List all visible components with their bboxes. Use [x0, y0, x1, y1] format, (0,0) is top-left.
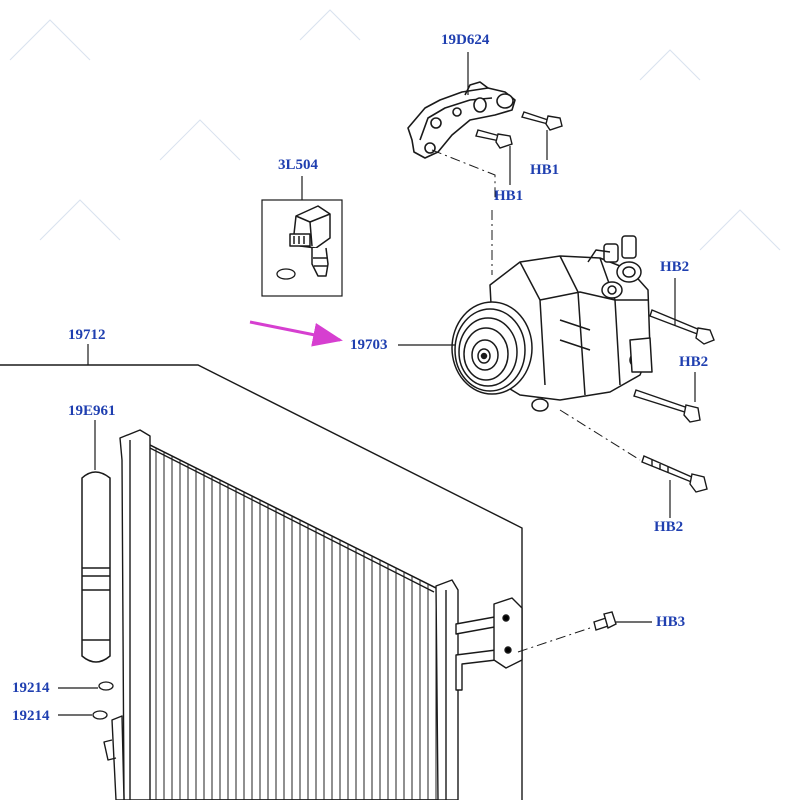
receiver-drier: [81, 471, 111, 663]
alignment-lines: [431, 149, 641, 461]
oring-upper: [98, 681, 114, 691]
oring-lower: [92, 710, 108, 720]
callout-3l504[interactable]: 3L504: [278, 157, 319, 173]
callout-19214-lower[interactable]: 19214: [12, 708, 50, 724]
callout-hb2-upper[interactable]: HB2: [660, 259, 690, 275]
fitting-bolt: [593, 611, 617, 631]
condenser: [103, 429, 523, 801]
ac-compressor: [451, 235, 653, 412]
callout-19d624[interactable]: 19D624: [441, 32, 490, 48]
compressor-bolt-middle: [633, 389, 701, 423]
callout-19712[interactable]: 19712: [68, 327, 106, 343]
callout-19214-upper[interactable]: 19214: [12, 680, 50, 696]
callout-19e961[interactable]: 19E961: [68, 403, 116, 419]
watermark: [9, 9, 781, 251]
callout-hb3[interactable]: HB3: [656, 614, 686, 630]
callout-hb2-lower[interactable]: HB2: [654, 519, 684, 535]
condenser-group-frame: [0, 364, 523, 800]
compressor-bolt-lower: [641, 455, 708, 493]
callout-hb1-left[interactable]: HB1: [494, 188, 524, 204]
mounting-bracket: [407, 81, 516, 159]
callout-hb1-right[interactable]: HB1: [530, 162, 560, 178]
callout-hb2-middle[interactable]: HB2: [679, 354, 709, 370]
bracket-bolt-right: [521, 111, 563, 131]
sensor-oring: [276, 268, 296, 280]
pressure-sensor: [289, 205, 331, 277]
callout-19703[interactable]: 19703: [350, 337, 388, 353]
compressor-bolt-upper: [649, 309, 715, 345]
highlight-arrow: [249, 320, 343, 347]
bracket-bolt-left: [475, 129, 513, 149]
